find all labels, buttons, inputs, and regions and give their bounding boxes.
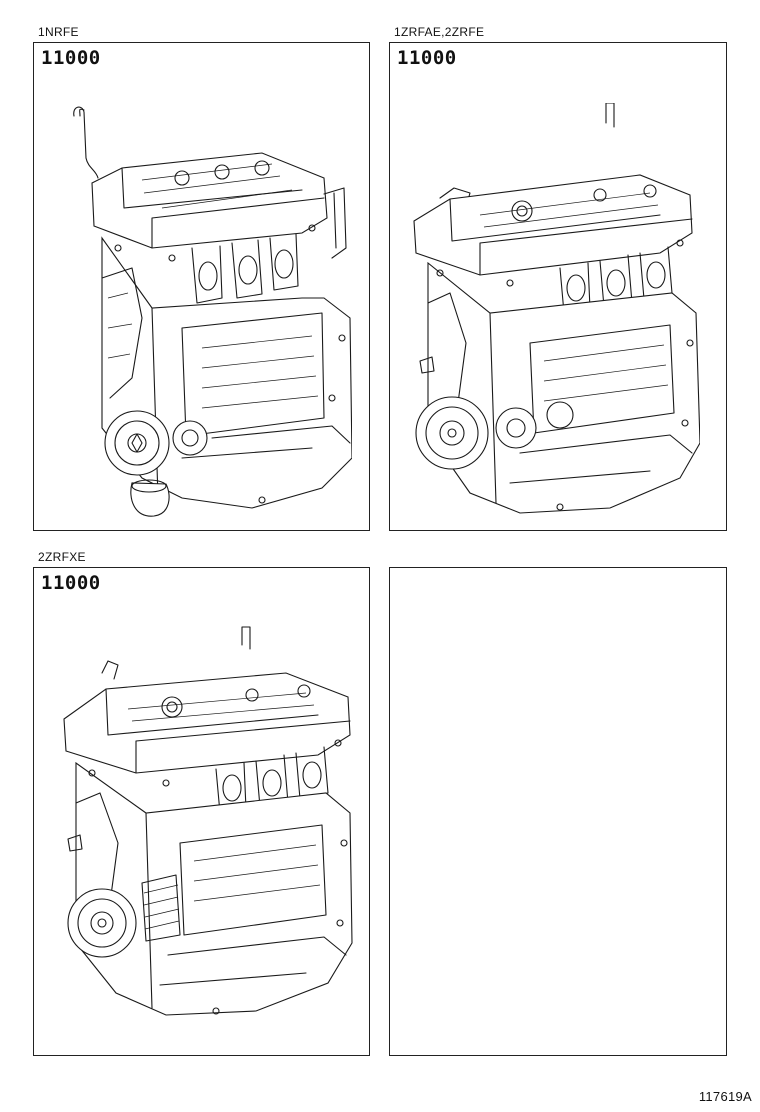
engine-illustration-2zrfxe[interactable] bbox=[56, 623, 356, 1023]
panel-1-part-number[interactable]: 11000 bbox=[41, 47, 101, 69]
panel-2-caption: 1ZRFAE,2ZRFE bbox=[394, 25, 485, 39]
panel-3-part-number[interactable]: 11000 bbox=[41, 572, 101, 594]
panel-4-empty bbox=[389, 567, 727, 1056]
panel-2: 11000 bbox=[389, 42, 727, 531]
engine-illustration-1nrfe[interactable] bbox=[62, 98, 352, 518]
panel-1: 11000 bbox=[33, 42, 370, 531]
engine-illustration-1zrfae-2zrfe[interactable] bbox=[410, 103, 700, 523]
panel-1-caption: 1NRFE bbox=[38, 25, 79, 39]
panel-3: 11000 bbox=[33, 567, 370, 1056]
figure-number: 117619A bbox=[698, 1089, 752, 1104]
panel-2-part-number[interactable]: 11000 bbox=[397, 47, 457, 69]
panel-3-caption: 2ZRFXE bbox=[38, 550, 86, 564]
